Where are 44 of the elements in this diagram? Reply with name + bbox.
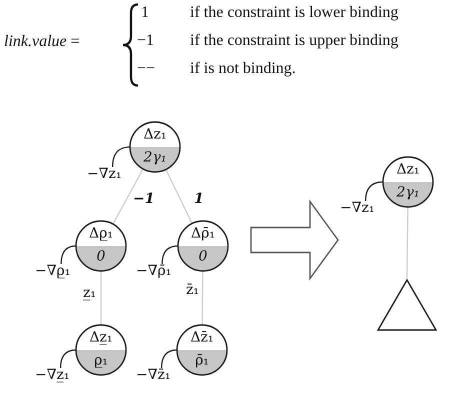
gradient-label: −∇z̄₁ [136,367,170,384]
split-circle-node [129,121,181,173]
gradient-label: −∇z₁ [340,200,374,216]
formula-label: link.value = [4,33,80,52]
variable-label: Δz̲₁ [89,330,113,346]
tree-edge [100,271,102,325]
leader-line [60,349,76,368]
case-value: −− [137,60,156,78]
variable-label: Δρ̲₁ [89,226,113,242]
case-condition: if the constraint is lower binding [190,4,398,22]
leader-line [160,349,178,368]
split-circle-node [176,324,228,376]
case-value: 1 [141,4,149,22]
leader-line [162,245,178,264]
value-label: 0 [198,250,208,266]
block-arrow [250,199,339,281]
tree-edge [165,169,193,224]
gradient-label: −∇z₁ [87,166,122,182]
value-label: ρ̲₁ [94,354,108,370]
case-condition: if the constraint is upper binding [190,32,398,50]
case-value: −1 [137,32,154,50]
value-label: 0 [96,250,106,266]
gradient-label: −∇ρ̄₁ [136,263,172,280]
value-label: 2γ₁ [396,186,420,202]
tree-edge [112,168,144,224]
leader-line [60,245,76,264]
split-circle-node [177,220,229,272]
split-circle-node [75,324,127,376]
gradient-label: −∇z̲₁ [35,367,70,384]
tree-edge [406,207,408,280]
subtree-triangle [377,279,437,331]
gradient-label: −∇ρ̲₁ [35,263,70,280]
split-circle-node [382,156,434,208]
leader-line [112,146,130,168]
variable-label: Δz̄₁ [190,330,214,346]
leader-line [364,181,384,202]
case-condition: if is not binding. [190,60,296,78]
split-circle-node [75,220,127,272]
tree-edge [202,271,204,325]
variable-label: Δρ̄₁ [191,226,215,242]
value-label: ρ̄₁ [195,354,209,370]
variable-label: Δz₁ [143,127,167,143]
value-label: 2γ₁ [144,150,166,166]
variable-label: Δz₁ [396,162,420,178]
